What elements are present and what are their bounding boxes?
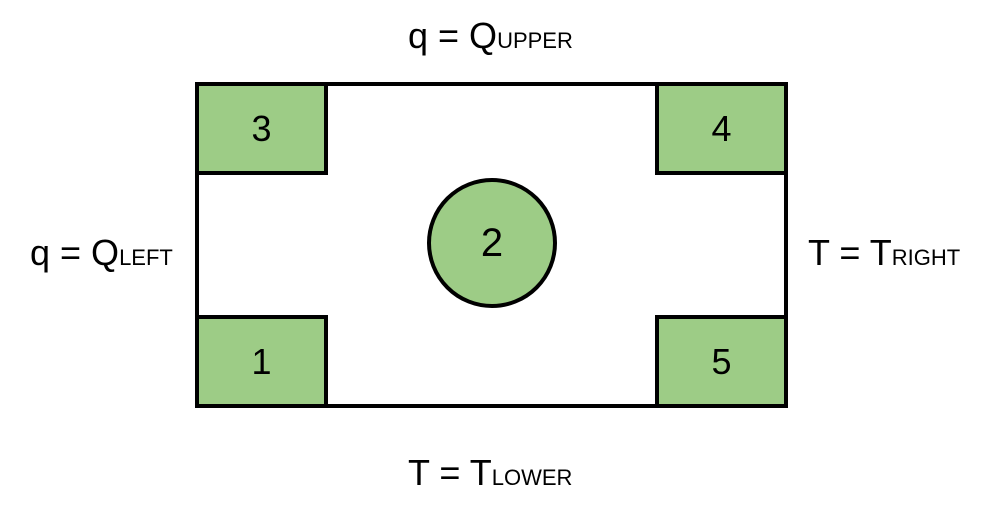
left-boundary-label: q = QLEFT xyxy=(30,235,173,271)
right-boundary-label: T = TRIGHT xyxy=(808,235,960,271)
lower-boundary-label: T = TLOWER xyxy=(408,455,572,491)
upper-boundary-label: q = QUPPER xyxy=(408,18,573,54)
region-5-label: 5 xyxy=(711,340,732,382)
left-boundary-main: q = Q xyxy=(30,232,120,273)
region-2-label: 2 xyxy=(480,220,504,265)
region-1-label: 1 xyxy=(251,340,272,382)
region-3-label: 3 xyxy=(251,107,272,149)
region-4-label: 4 xyxy=(711,107,732,149)
right-boundary-main: T = T xyxy=(808,232,892,273)
upper-boundary-main: q = Q xyxy=(408,15,498,56)
lower-boundary-subscript: LOWER xyxy=(491,465,573,490)
right-boundary-subscript: RIGHT xyxy=(891,245,961,270)
lower-boundary-main: T = T xyxy=(408,452,492,493)
left-boundary-subscript: LEFT xyxy=(119,245,173,270)
region-3-square: 3 xyxy=(195,82,328,175)
region-1-square: 1 xyxy=(195,315,328,408)
region-4-square: 4 xyxy=(655,82,788,175)
region-5-square: 5 xyxy=(655,315,788,408)
region-2-circle: 2 xyxy=(427,178,557,308)
upper-boundary-subscript: UPPER xyxy=(497,28,573,53)
